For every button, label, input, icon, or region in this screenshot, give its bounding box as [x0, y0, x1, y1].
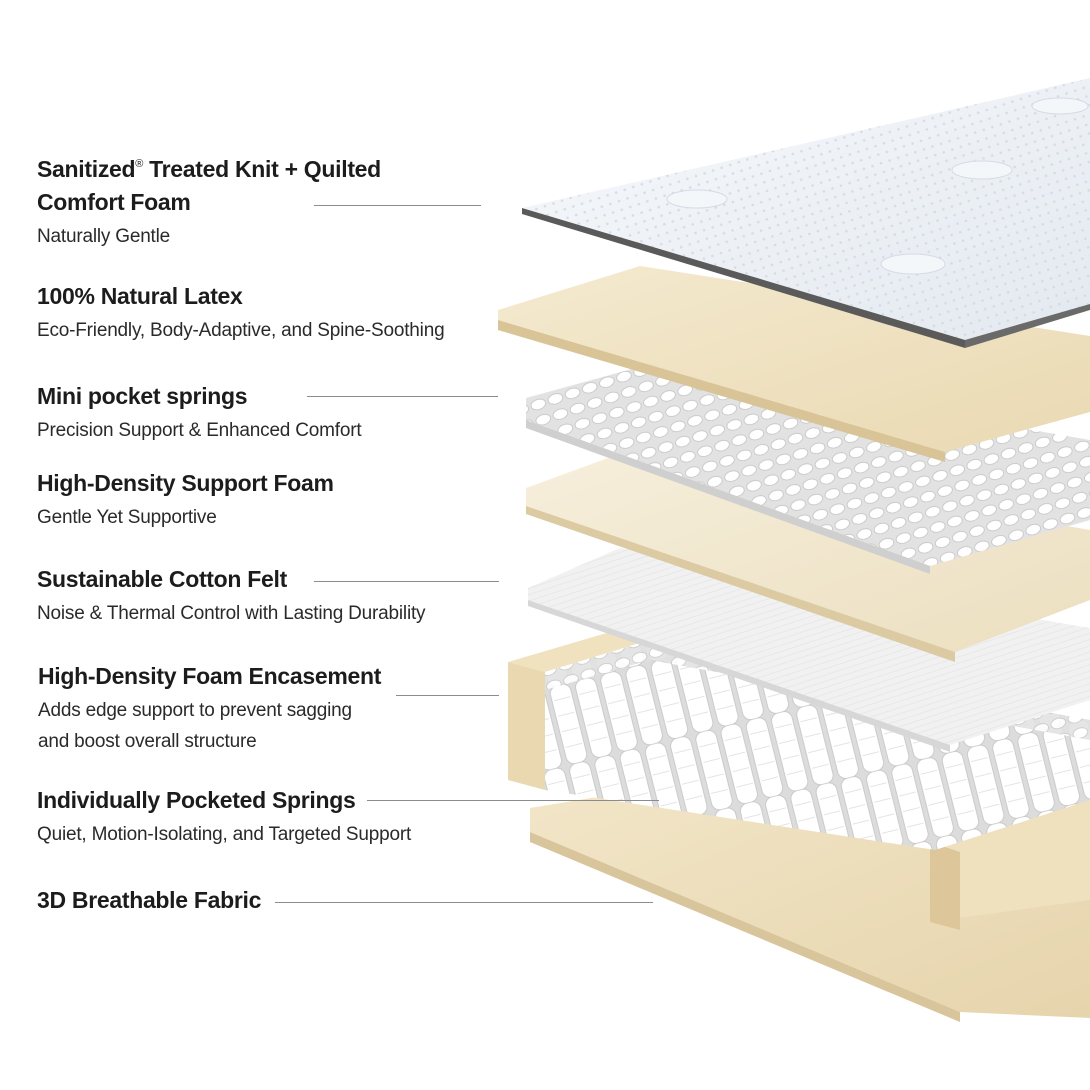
layer-label-cotton-felt: Sustainable Cotton Felt Noise & Thermal …	[37, 563, 426, 629]
layer-title: 3D Breathable Fabric	[37, 887, 262, 913]
layer-subtitle: Noise & Thermal Control with Lasting Dur…	[37, 603, 426, 624]
layer-subtitle: Eco-Friendly, Body-Adaptive, and Spine-S…	[37, 320, 445, 341]
layer-title: Sanitized® Treated Knit + Quilted	[37, 148, 381, 186]
layer-title: Sustainable Cotton Felt	[37, 566, 287, 592]
leader-line-knit	[314, 205, 481, 206]
layer-label-knit-foam: Sanitized® Treated Knit + Quilted Comfor…	[37, 148, 381, 252]
layer-title: High-Density Foam Encasement	[38, 663, 382, 689]
layer-label-mini-springs: Mini pocket springs Precision Support & …	[37, 380, 362, 446]
layer-title: Individually Pocketed Springs	[37, 787, 356, 813]
leader-line-mini-springs	[307, 396, 498, 397]
layer-label-breathable-fabric: 3D Breathable Fabric	[37, 884, 261, 917]
layer-subtitle: Quiet, Motion-Isolating, and Targeted Su…	[37, 824, 412, 845]
layer-title: Mini pocket springs	[37, 383, 248, 409]
layer-subtitle: Precision Support & Enhanced Comfort	[37, 420, 362, 441]
layer-title-part: Treated Knit + Quilted	[143, 156, 381, 182]
layer-label-support-foam: High-Density Support Foam Gentle Yet Sup…	[37, 467, 334, 533]
layer-title: 100% Natural Latex	[37, 283, 243, 309]
layer-label-latex: 100% Natural Latex Eco-Friendly, Body-Ad…	[37, 280, 445, 346]
mini-pocket-springs-layer	[526, 364, 1090, 574]
foam-encasement-layer	[508, 632, 1090, 930]
layer-label-pocketed-springs: Individually Pocketed Springs Quiet, Mot…	[37, 784, 411, 850]
leader-line-pocketed-springs	[367, 800, 659, 801]
registered-mark: ®	[135, 158, 144, 170]
leader-line-encasement	[396, 695, 499, 696]
layer-subtitle: Adds edge support to prevent sagging	[38, 700, 352, 721]
cotton-felt-layer	[528, 548, 1090, 752]
knit-quilted-top-layer	[522, 78, 1090, 348]
layer-subtitle-line2: and boost overall structure	[38, 731, 257, 752]
latex-layer	[498, 266, 1090, 462]
layer-subtitle: Naturally Gentle	[37, 226, 171, 247]
layer-subtitle: Gentle Yet Supportive	[37, 507, 217, 528]
layer-title: High-Density Support Foam	[37, 470, 334, 496]
leader-line-breathable-fabric	[275, 902, 653, 903]
layer-title-part: Sanitized	[37, 156, 136, 182]
leader-line-cotton-felt	[314, 581, 499, 582]
layer-label-encasement: High-Density Foam Encasement Adds edge s…	[38, 660, 381, 757]
support-foam-layer	[526, 450, 1090, 662]
layer-title-line2: Comfort Foam	[37, 189, 191, 215]
